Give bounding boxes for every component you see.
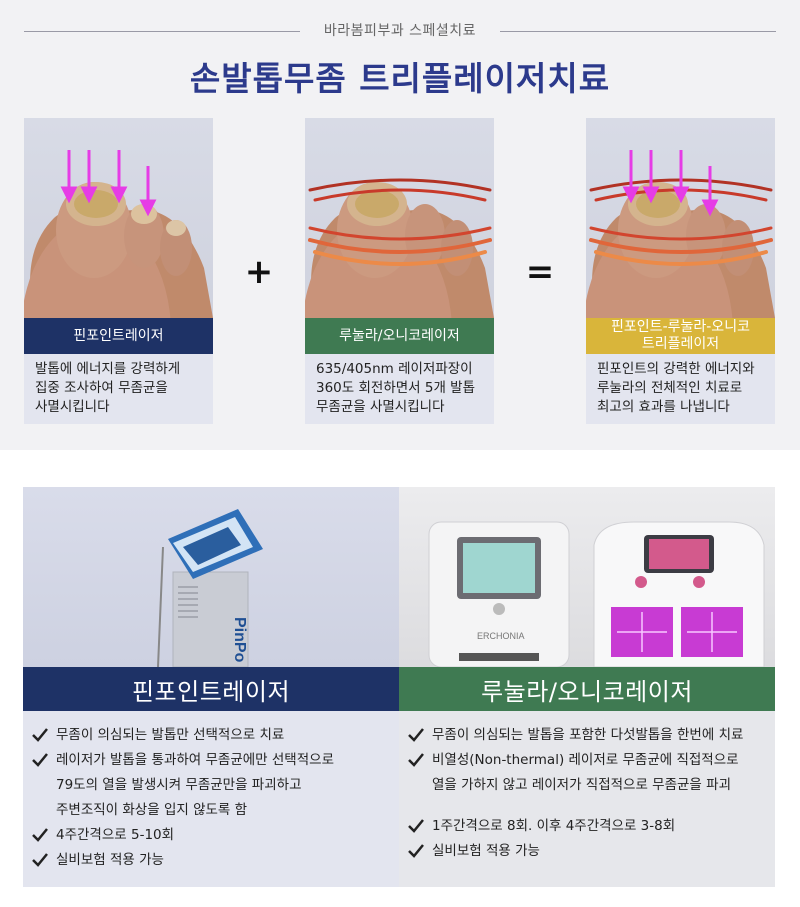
check-icon [408,728,424,742]
page-title: 손발톱무좀 트리플레이저치료 [189,59,611,98]
feature-item: 4주간격으로 5-10회 [31,825,399,846]
check-icon [408,819,424,833]
check-icon [32,728,48,742]
card-lunula: 루눌라/오니코레이저 635/405nm 레이저파장이 360도 회전하면서 5… [305,118,494,424]
device-comparison: PinPo ERCHONIA 핀포인트레이저 루눌라/오니코레이저 [23,487,775,887]
feature-item: 무좀이 의심되는 발톱만 선택적으로 치료 [31,725,399,746]
feature-item-continued: 주변조직이 화상을 입지 않도록 함 [56,802,248,818]
pinpoint-device-image: PinPo [23,487,399,667]
top-section: 바라봄피부과 스페셜치료 손발톱무좀 트리플레이저치료 [0,0,800,450]
pinpoint-arrow-icon [622,150,719,217]
check-icon [408,844,424,858]
card-label: 루눌라/오니코레이저 [305,318,494,354]
feature-item: 실비보험 적용 가능 [407,841,775,862]
feature-item: 실비보험 적용 가능 [31,850,399,871]
device-brand-pinpoint: PinPo [231,617,248,663]
toe-photo-lunula [305,118,494,318]
feature-item-continued: 열을 가하지 않고 레이저가 직접적으로 무좀균을 파괴 [432,777,731,793]
equals-operator: = [525,252,555,292]
feature-item: 레이저가 발톱을 통과하여 무좀균에만 선택적으로 [31,750,399,771]
divider-left [24,31,300,32]
card-description: 발톱에 에너지를 강력하게 집중 조사하여 무좀균을 사멸시킵니다 [35,361,181,415]
spacer [399,800,775,816]
lunula-device-image: ERCHONIA [399,487,775,667]
check-icon [408,753,424,767]
feature-item: 비열성(Non-thermal) 레이저로 무좀균에 직접적으로 [407,750,775,771]
check-icon [32,853,48,867]
pinpoint-title-band: 핀포인트레이저 [23,667,399,711]
plus-operator: + [244,252,274,292]
lunula-features: 무좀이 의심되는 발톱을 포함한 다섯발톱을 한번에 치료 비열성(Non-th… [399,711,775,887]
divider-right [500,31,776,32]
card-label: 핀포인트레이저 [24,318,213,354]
toe-photo-pinpoint [24,118,213,318]
device-brand-erchonia: ERCHONIA [477,631,525,641]
check-icon [32,753,48,767]
card-description: 635/405nm 레이저파장이 360도 회전하면서 5개 발톱 무좀균을 사… [316,361,476,415]
card-description: 핀포인트의 강력한 에너지와 루눌라의 전체적인 치료로 최고의 효과를 나냅니… [597,361,755,415]
pinpoint-arrow-icon [60,150,157,217]
lunula-title-band: 루눌라/오니코레이저 [399,667,775,711]
card-label: 핀포인트-루눌라-오니코 트리플레이저 [586,318,775,354]
feature-item: 1주간격으로 8회. 이후 4주간격으로 3-8회 [407,816,775,837]
clinic-name: 바라봄피부과 스페셜치료 [323,23,477,39]
feature-item-continued: 79도의 열을 발생시켜 무좀균만을 파괴하고 [56,777,302,793]
check-icon [32,828,48,842]
card-triple: 핀포인트-루눌라-오니코 트리플레이저 핀포인트의 강력한 에너지와 루눌라의 … [586,118,775,424]
toe-photo-triple [586,118,775,318]
laser-ring-icon [308,178,492,266]
card-pinpoint: 핀포인트레이저 발톱에 에너지를 강력하게 집중 조사하여 무좀균을 사멸시킵니… [24,118,213,424]
feature-item: 무좀이 의심되는 발톱을 포함한 다섯발톱을 한번에 치료 [407,725,775,746]
pinpoint-features: 무좀이 의심되는 발톱만 선택적으로 치료 레이저가 발톱을 통과하여 무좀균에… [23,711,399,887]
